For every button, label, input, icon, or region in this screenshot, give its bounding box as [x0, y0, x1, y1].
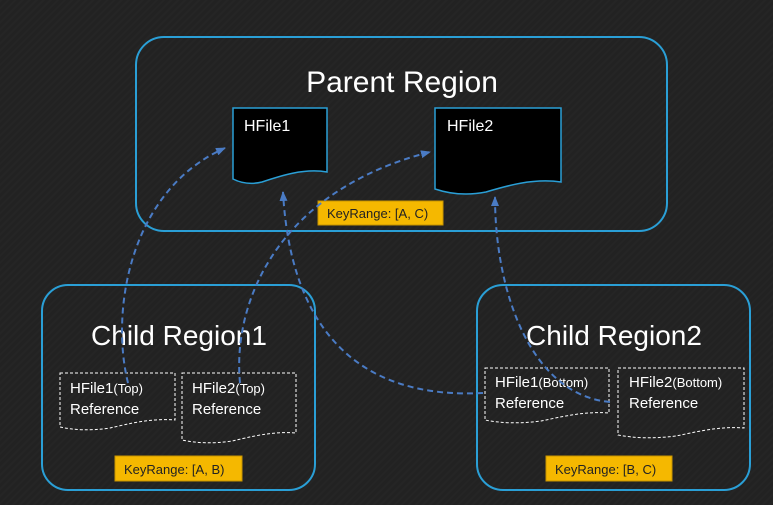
- parent-region: Parent Region HFile1 HFile2 KeyRange: [A…: [135, 36, 668, 232]
- hfile2-document: HFile2: [434, 107, 562, 195]
- hfile1-bottom-reference: HFile1(Bottom) Reference: [484, 367, 610, 424]
- arrow-hfile1-top-to-hfile1: [121, 147, 226, 384]
- hfile2-top-reference-word: Reference: [192, 401, 261, 418]
- hfile2-bottom-reference: HFile2(Bottom) Reference: [617, 367, 745, 439]
- reference-arrows: [121, 147, 611, 403]
- parent-keyrange-badge: KeyRange: [A, C): [317, 200, 444, 226]
- hfile2-top-reference-name: HFile2(Top): [192, 380, 265, 397]
- hfile1-label: HFile1: [244, 118, 290, 135]
- child1-keyrange-label: KeyRange: [A, B): [124, 462, 224, 477]
- parent-keyrange-label: KeyRange: [A, C): [327, 206, 428, 221]
- child-region1-title: Child Region1: [91, 320, 267, 351]
- arrow-hfile2-top-to-hfile2: [238, 150, 431, 384]
- child-region1: Child Region1 HFile1(Top) Reference HFil…: [41, 284, 316, 491]
- child2-keyrange-label: KeyRange: [B, C): [555, 462, 656, 477]
- hfile1-bottom-reference-name: HFile1(Bottom): [495, 374, 588, 391]
- hfile2-top-reference: HFile2(Top) Reference: [181, 372, 297, 444]
- hfile2-bottom-reference-name: HFile2(Bottom): [629, 374, 722, 391]
- arrow-hfile1-bottom-to-hfile1: [279, 191, 484, 395]
- child1-keyrange-badge: KeyRange: [A, B): [114, 455, 243, 482]
- child-region2-title: Child Region2: [526, 320, 702, 351]
- hfile1-document: HFile1: [232, 107, 328, 185]
- child2-keyrange-badge: KeyRange: [B, C): [545, 455, 673, 482]
- parent-region-title: Parent Region: [306, 66, 498, 99]
- hfile1-top-reference: HFile1(Top) Reference: [59, 372, 176, 431]
- child-region2: Child Region2 HFile1(Bottom) Reference H…: [476, 284, 751, 491]
- hfile1-bottom-reference-word: Reference: [495, 395, 564, 412]
- hfile2-label: HFile2: [447, 118, 493, 135]
- arrow-hfile2-bottom-to-hfile2: [491, 196, 611, 403]
- hfile1-top-reference-name: HFile1(Top): [70, 380, 143, 397]
- hfile2-bottom-reference-word: Reference: [629, 395, 698, 412]
- hfile1-top-reference-word: Reference: [70, 401, 139, 418]
